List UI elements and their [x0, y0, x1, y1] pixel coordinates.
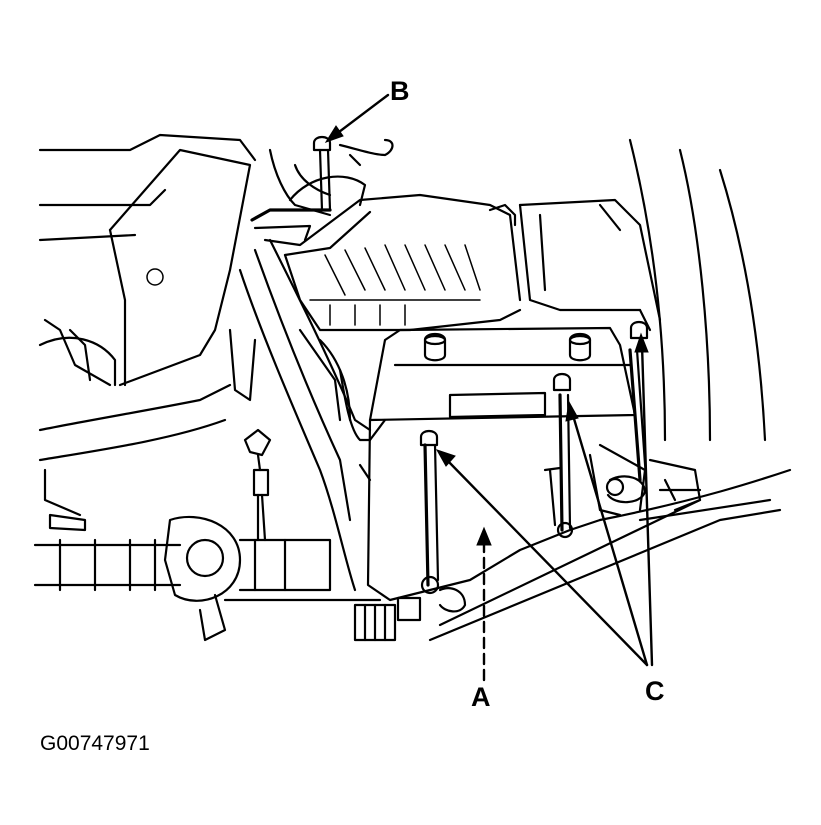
bolts	[312, 135, 649, 447]
dipstick	[243, 428, 272, 542]
callout-c-arrow-1	[443, 456, 649, 667]
right-body	[428, 138, 792, 642]
center-harness	[238, 238, 372, 592]
battery-cover	[338, 326, 647, 602]
left-hoses	[33, 328, 382, 642]
callout-label-b: B	[390, 76, 410, 106]
relay-box	[518, 198, 662, 332]
callout-b-arrow	[333, 93, 390, 137]
callout-label-a: A	[471, 682, 491, 712]
callout-label-c: C	[645, 676, 665, 706]
lower-connectors	[353, 587, 467, 642]
callout-arrows	[324, 93, 654, 682]
figure-id: G00747971	[40, 732, 150, 755]
left-structure	[38, 133, 257, 387]
air-cleaner	[250, 138, 522, 332]
callout-c-arrow-3	[640, 343, 654, 667]
hold-down-bracket	[420, 348, 648, 595]
callout-c-arrow-2	[570, 410, 649, 667]
